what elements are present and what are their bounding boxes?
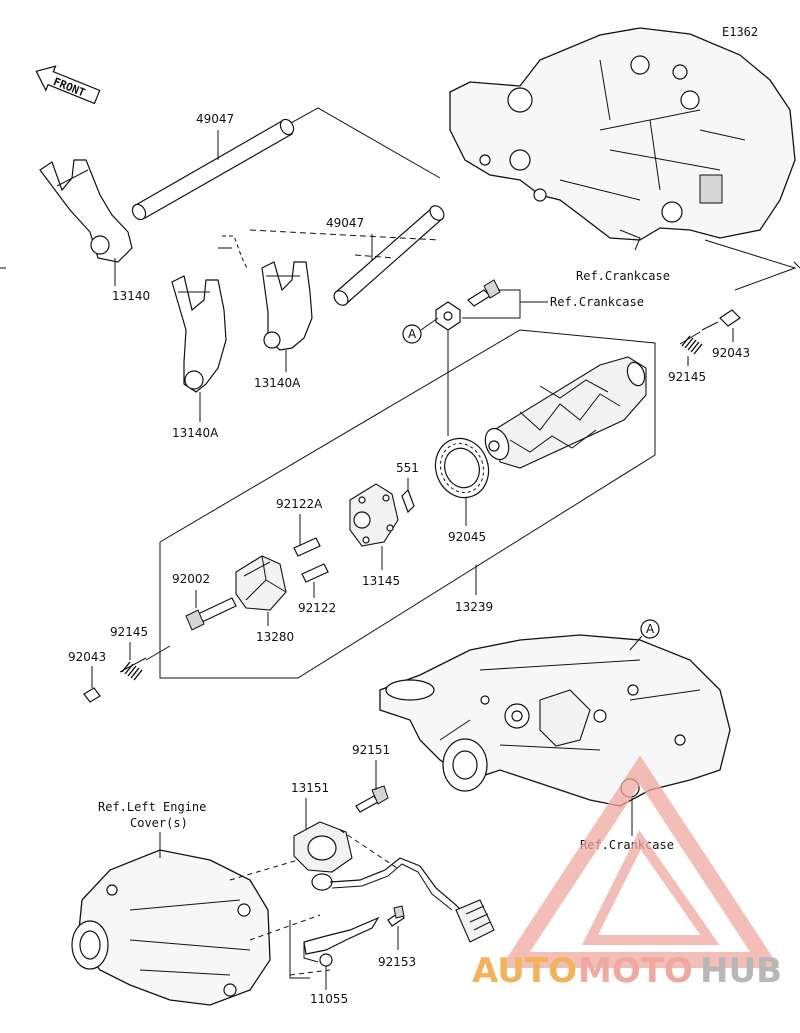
shift-rod-mid bbox=[333, 205, 445, 306]
callout-a-right-label: A bbox=[646, 622, 655, 636]
shift-fork-13140 bbox=[39, 159, 133, 268]
leader-crankcase-top bbox=[704, 239, 797, 291]
label-92043-right: 92043 bbox=[712, 346, 750, 360]
sensor-13151 bbox=[293, 821, 469, 919]
bearing-92045 bbox=[434, 437, 490, 499]
label-13140: 13140 bbox=[112, 289, 150, 303]
connector-icon bbox=[455, 899, 495, 943]
shift-drum-13239 bbox=[484, 356, 647, 469]
label-49047-upper: 49047 bbox=[196, 112, 234, 126]
watermark-auto: AUTO bbox=[472, 951, 577, 991]
label-92122: 92122 bbox=[298, 601, 336, 615]
label-92045: 92045 bbox=[448, 530, 486, 544]
pin-92122 bbox=[301, 563, 329, 583]
ref-crankcase-top: Ref.Crankcase bbox=[576, 269, 670, 283]
label-11055: 11055 bbox=[310, 992, 348, 1006]
watermark-text: AUTO MOTO HUB bbox=[472, 951, 782, 991]
bolt-crankcase bbox=[467, 279, 501, 307]
label-13280: 13280 bbox=[256, 630, 294, 644]
label-13140a-left: 13140A bbox=[172, 426, 219, 440]
left-engine-cover bbox=[71, 849, 271, 1006]
pin-92043-right bbox=[719, 309, 741, 327]
watermark-moto: MOTO bbox=[578, 951, 693, 991]
crankcase-upper bbox=[449, 27, 796, 251]
clamp-11055 bbox=[303, 916, 380, 967]
holder-13145 bbox=[349, 483, 399, 547]
ref-left-cover-line1: Ref.Left Engine bbox=[98, 800, 206, 814]
watermark-logo bbox=[500, 755, 780, 968]
ref-crankcase-bolt: Ref.Crankcase bbox=[550, 295, 644, 309]
shift-fork-13140a-mid bbox=[171, 275, 227, 393]
spring-92145-left bbox=[119, 657, 147, 681]
watermark-hub: HUB bbox=[700, 951, 782, 991]
pin-92122a bbox=[293, 537, 321, 557]
label-13145: 13145 bbox=[362, 574, 400, 588]
crankcase-lower bbox=[379, 634, 731, 807]
label-551: 551 bbox=[396, 461, 419, 475]
label-92145-right: 92145 bbox=[668, 370, 706, 384]
shift-rod-upper bbox=[131, 118, 295, 221]
callout-a-top-label: A bbox=[408, 327, 417, 341]
label-92153: 92153 bbox=[378, 955, 416, 969]
diagram-code: E1362 bbox=[722, 25, 758, 39]
label-92122a: 92122A bbox=[276, 497, 323, 511]
drum-assembly-frame bbox=[159, 329, 656, 679]
pin-92043-left bbox=[83, 687, 101, 703]
label-92151: 92151 bbox=[352, 743, 390, 757]
ref-left-cover-line2: Cover(s) bbox=[130, 816, 188, 830]
label-92043-left: 92043 bbox=[68, 650, 106, 664]
pin-551 bbox=[401, 488, 415, 514]
bolt-92151 bbox=[355, 785, 389, 813]
washer-a bbox=[435, 301, 461, 331]
label-13140a-right: 13140A bbox=[254, 376, 301, 390]
label-49047-mid: 49047 bbox=[326, 216, 364, 230]
label-13239: 13239 bbox=[455, 600, 493, 614]
bolt-92002 bbox=[185, 597, 237, 631]
label-13151: 13151 bbox=[291, 781, 329, 795]
holder-13280 bbox=[235, 555, 287, 611]
spring-92145-right bbox=[679, 331, 703, 355]
edge-tick-right bbox=[793, 261, 800, 269]
front-arrow-icon: FRONT bbox=[35, 65, 101, 105]
shift-fork-13140a-right bbox=[218, 235, 313, 351]
callout-a-top bbox=[402, 324, 422, 344]
callout-a-right bbox=[640, 619, 660, 639]
label-92002: 92002 bbox=[172, 572, 210, 586]
bolt-92153 bbox=[387, 905, 405, 927]
label-92145-left: 92145 bbox=[110, 625, 148, 639]
